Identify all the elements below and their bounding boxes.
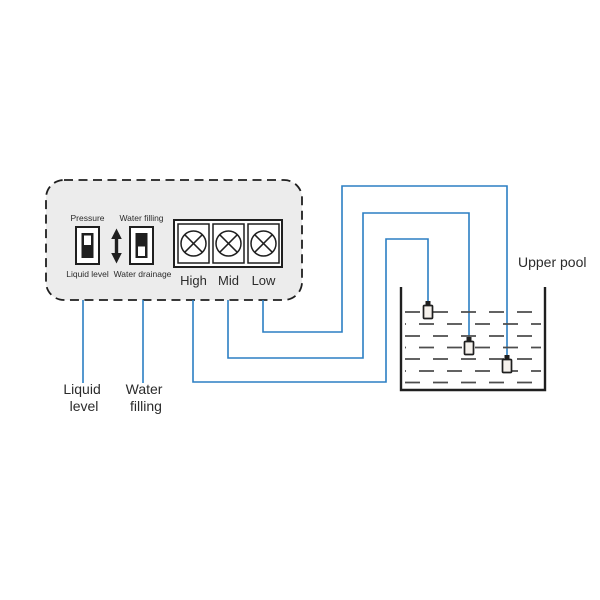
water-filling-label: Water filling [119,213,163,223]
float-sensor-low [501,355,513,374]
switch-knob [138,246,145,256]
float-body [501,358,513,374]
wires [82,185,508,383]
indicator-block: High Mid Low [173,219,283,288]
upper-pool: Upper pool [399,254,587,392]
switch-knob [84,235,91,245]
indicator-lamps [177,223,280,264]
float-cap [504,355,510,360]
indicator-low [247,223,280,264]
lamp-icon [180,230,207,257]
indicator-label: High [180,273,207,288]
switches [75,226,154,265]
lamp-icon [215,230,242,257]
float-cap [466,337,472,342]
pressure-label: Pressure [70,213,104,223]
water-drainage-label: Water drainage [114,269,172,279]
indicator-label: Low [252,273,276,288]
up-down-arrow-icon [111,228,122,264]
float-cap [425,301,431,306]
indicator-mid [212,223,245,264]
float-sensor-high [422,301,434,320]
float-body [463,340,475,356]
pool-walls [399,287,547,392]
upper-pool-label: Upper pool [518,254,587,270]
indicator-label: Mid [218,273,239,288]
liquid-level-switch-label: Liquid level [66,269,109,279]
float-sensors [422,301,513,374]
control-panel: Pressure Liquid level Water filling Wate… [45,179,303,301]
float-body [422,304,434,320]
liquid-level-callout: Liquid level [63,381,104,414]
water-surface-lines [405,311,541,384]
indicator-high [177,223,210,264]
toggle-switch-fill-drain [129,226,154,265]
wire-low [262,185,508,355]
wire-mid [227,212,470,359]
lamp-icon [250,230,277,257]
float-sensor-mid [463,337,475,356]
toggle-switch-pressure-liquid [75,226,100,265]
wire-high [192,238,429,383]
water-filling-callout: Water filling [126,381,167,414]
